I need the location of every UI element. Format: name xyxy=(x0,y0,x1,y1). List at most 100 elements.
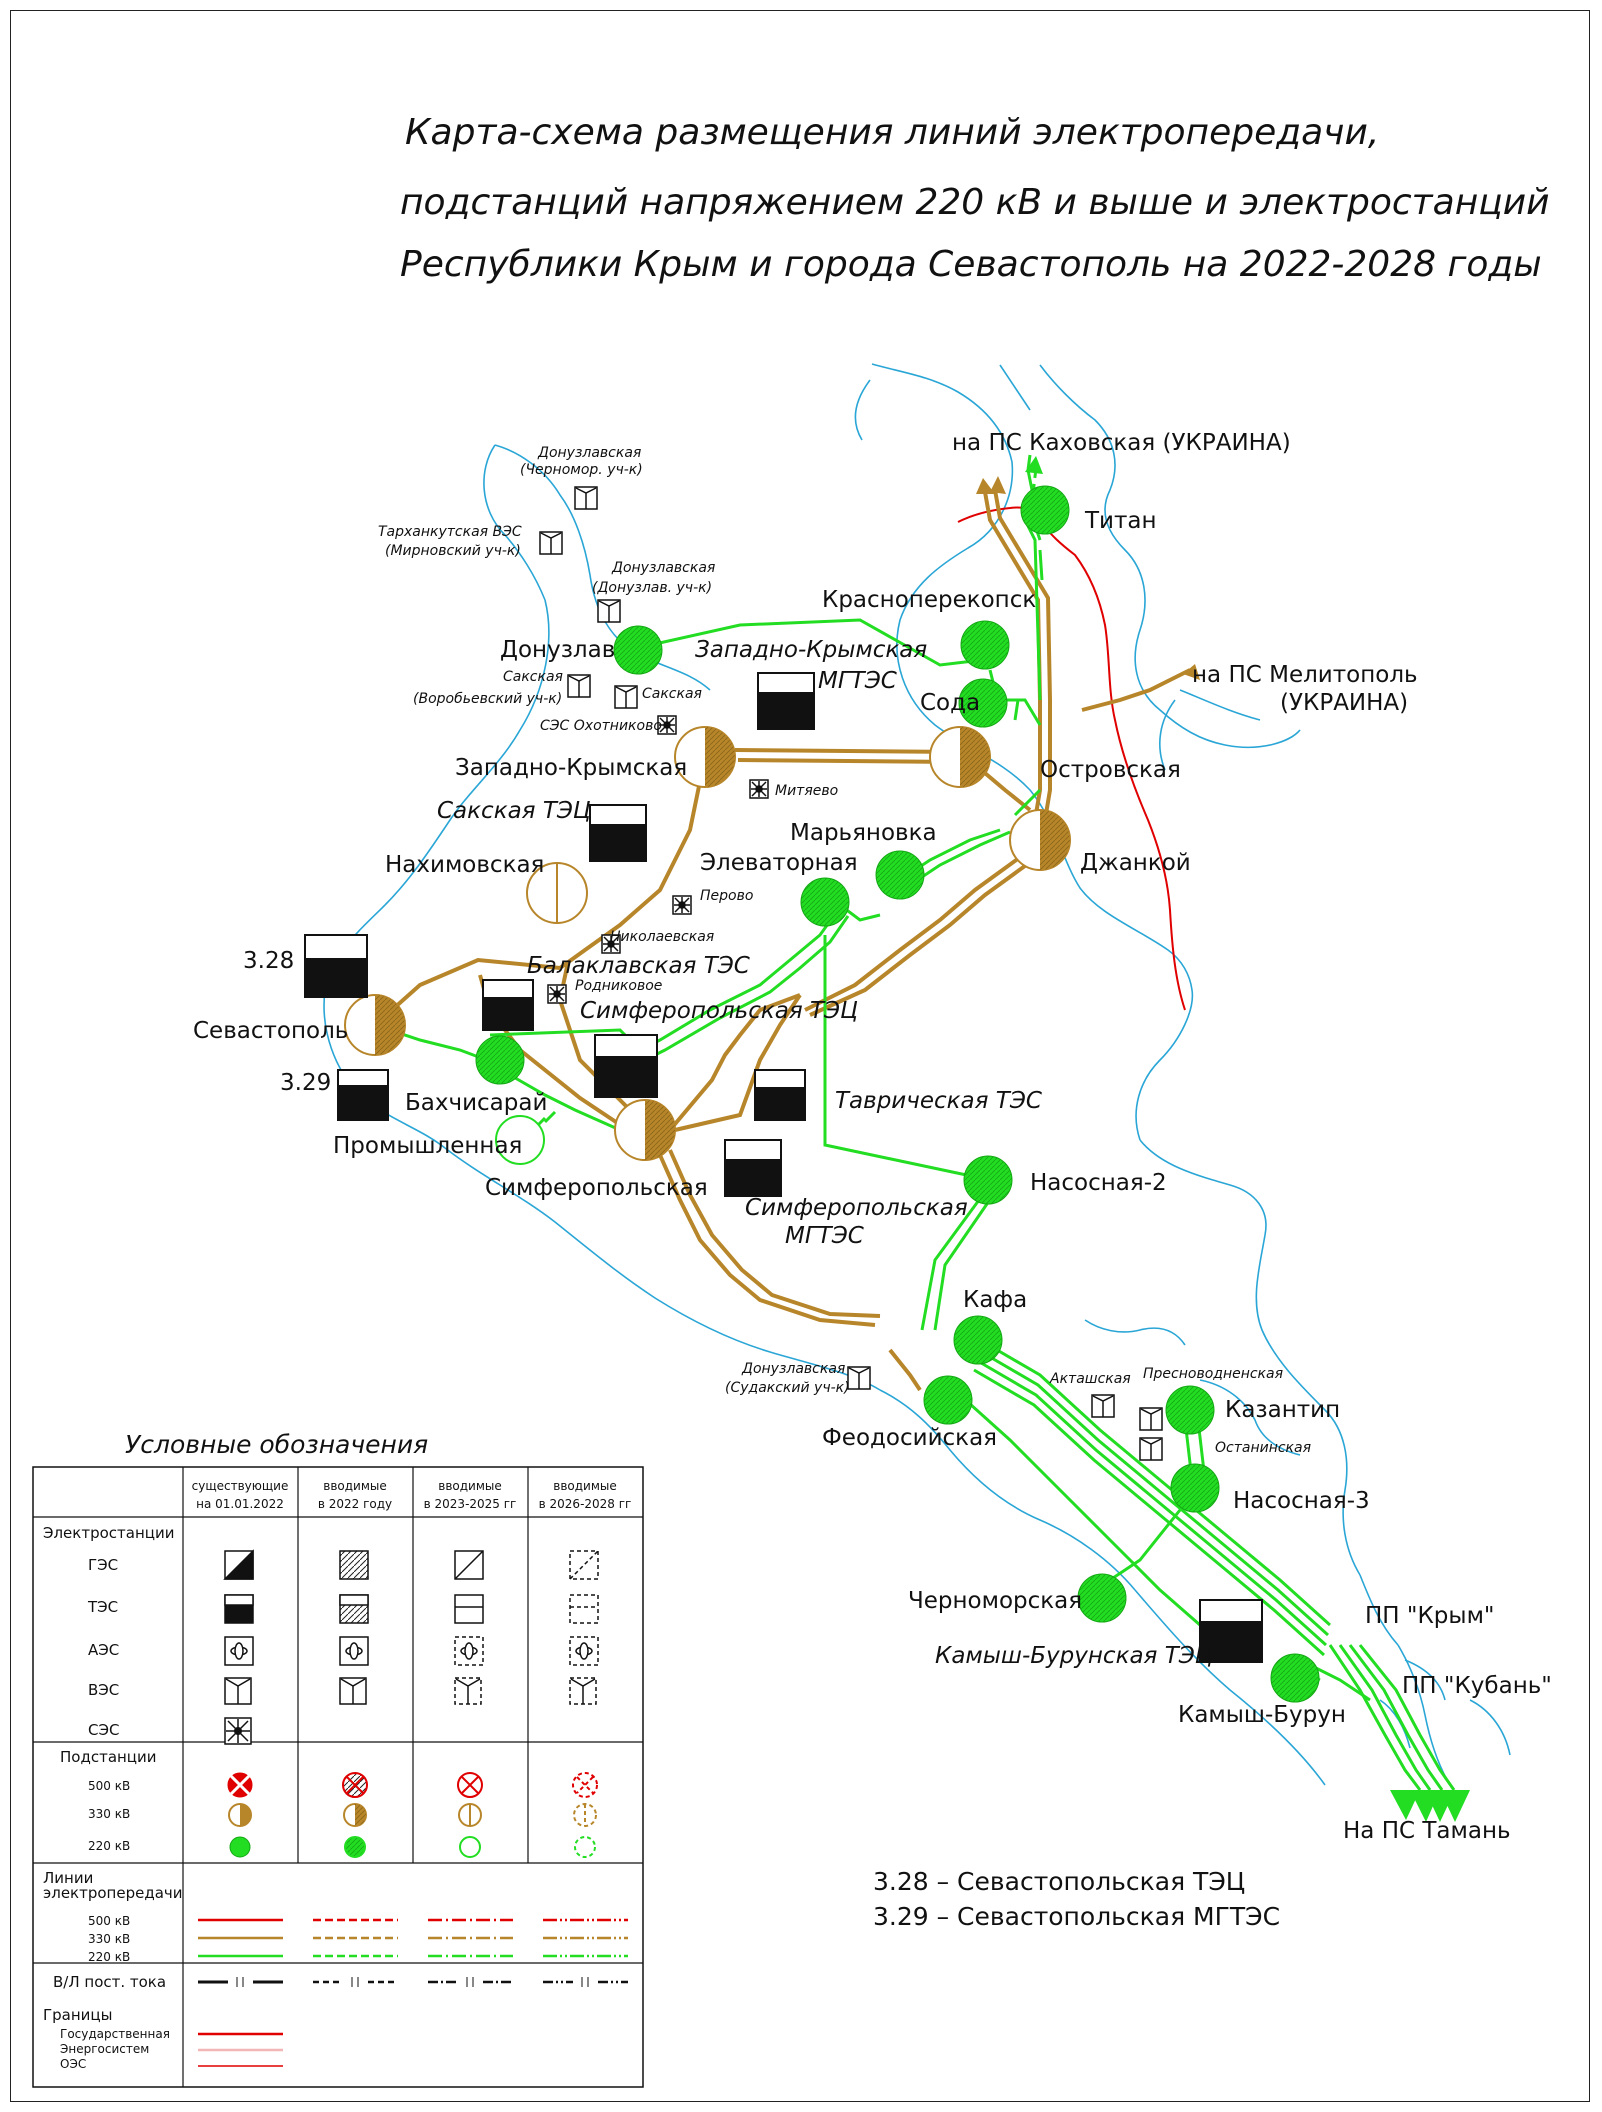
substation-kamysh-burun xyxy=(1270,1653,1320,1703)
substation-bakhchisaray xyxy=(475,1035,525,1085)
substation-elevatornaya xyxy=(800,877,850,927)
legend-lines-header-2: электропередачи xyxy=(43,1884,183,1902)
wind-donuzlav-sudak xyxy=(847,1366,871,1390)
substation-krasnoperekopsk xyxy=(960,620,1010,670)
label-pp-kuban: ПП "Кубань" xyxy=(1402,1673,1552,1699)
legend-tes: ТЭС xyxy=(87,1598,118,1616)
label-melitopol-2: (УКРАИНА) xyxy=(1280,690,1408,716)
legend-col3-line2: в 2023-2025 гг xyxy=(424,1497,517,1511)
legend-ses: СЭС xyxy=(88,1721,119,1739)
substations-220kv xyxy=(475,485,1320,1703)
label-titan: Титан xyxy=(1084,508,1157,534)
legend-lines-header-1: Линии xyxy=(43,1869,93,1887)
solar-mityaevo xyxy=(749,779,769,799)
solar-rodnikovoe xyxy=(547,984,567,1004)
legend-col2-line2: в 2022 году xyxy=(318,1497,392,1511)
label-sakskaya-vorob-2: (Воробьевский уч-к) xyxy=(413,691,562,707)
lines-220kv-arrows xyxy=(1025,456,1470,1822)
label-p328: 3.28 xyxy=(243,948,294,974)
label-kazantip: Казантип xyxy=(1225,1397,1340,1423)
plant-tavricheskaya-tes xyxy=(754,1069,806,1121)
label-ostrovskaya: Островская xyxy=(1040,757,1181,783)
label-nikolaevskaya: Николаевская xyxy=(610,929,714,945)
legend-line-330: 330 кВ xyxy=(88,1932,130,1946)
label-promyshlennaya: Промышленная xyxy=(333,1133,522,1159)
label-ostaninskaya: Останинская xyxy=(1215,1440,1311,1456)
substation-krasnoperekopsk-330 xyxy=(929,726,991,788)
label-melitopol-1: на ПС Мелитополь xyxy=(1192,662,1418,688)
label-aktashskaya: Акташская xyxy=(1049,1371,1131,1387)
label-nakhimovskaya: Нахимовская xyxy=(385,852,544,878)
substation-zapadno-krymskaya xyxy=(674,726,736,788)
wind-sakskaya-vorob xyxy=(567,674,591,698)
wind-sakskaya xyxy=(614,685,638,709)
map-title-line-2: подстанций напряжением 220 кВ и выше и э… xyxy=(400,182,1550,223)
legend-sub-220: 220 кВ xyxy=(88,1839,130,1853)
legend-col1-line1: существующие xyxy=(192,1479,289,1493)
map-title-line-1: Карта-схема размещения линий электропере… xyxy=(405,112,1380,153)
label-tarkhankut-2: (Мирновский уч-к) xyxy=(385,543,521,559)
legend: Условные обозначения существующие на 01.… xyxy=(32,1430,644,2088)
legend-border-state: Государственная xyxy=(60,2027,170,2041)
lines-330kv xyxy=(373,489,1191,1392)
legend-col2-line1: вводимые xyxy=(323,1479,387,1493)
label-simferopolskaya-mgtes-2: МГТЭС xyxy=(785,1223,864,1249)
wind-aktashskaya xyxy=(1091,1394,1115,1418)
wind-plants xyxy=(539,486,1163,1461)
legend-dc: В/Л пост. тока xyxy=(53,1973,166,1991)
label-nasosnaya3: Насосная-3 xyxy=(1233,1488,1370,1514)
legend-aes: АЭС xyxy=(88,1641,119,1659)
substation-nasosnaya3 xyxy=(1170,1463,1220,1513)
substation-feodosiyskaya xyxy=(923,1375,973,1425)
legend-col4-line1: вводимые xyxy=(553,1479,617,1493)
map-title-line-3: Республики Крым и города Севастополь на … xyxy=(400,244,1542,285)
label-kamysh-burunskaya-tec: Камыш-Бурунская ТЭЦ xyxy=(935,1643,1213,1669)
thermal-plants xyxy=(304,672,1263,1663)
label-donuzlav-sudak-1: Донузлавская xyxy=(741,1361,845,1377)
label-zapadno-krymskaya: Западно-Крымская xyxy=(455,755,687,781)
label-feodosiyskaya: Феодосийская xyxy=(822,1425,997,1451)
lines-220kv-dashed xyxy=(1028,467,1038,521)
label-kafa: Кафа xyxy=(963,1287,1027,1313)
plant-simferopolskaya-tec xyxy=(594,1034,658,1098)
label-simferopolskaya: Симферопольская xyxy=(485,1175,708,1201)
solar-nikolaevskaya xyxy=(601,934,621,954)
drawing-frame xyxy=(10,10,1590,2102)
label-dzhankoy: Джанкой xyxy=(1080,850,1191,876)
legend-sub-330: 330 кВ xyxy=(88,1807,130,1821)
label-donuzlav-donuzlav-2: (Донузлав. уч-к) xyxy=(592,580,712,596)
legend-subs-header: Подстанции xyxy=(60,1748,157,1766)
plant-kamysh-burunskaya-tec xyxy=(1199,1599,1263,1663)
label-simferopolskaya-tec: Симферопольская ТЭЦ xyxy=(580,998,858,1024)
substations-330kv xyxy=(344,726,1071,1161)
wind-presnovodnenskaya xyxy=(1139,1407,1163,1431)
plant-balaklavskaya-tes xyxy=(482,979,534,1031)
wind-tarkhankut xyxy=(539,531,563,555)
label-krasnoperekopsk: Красноперекопск xyxy=(822,587,1036,613)
substation-kafa xyxy=(953,1315,1003,1365)
legend-sub-500: 500 кВ xyxy=(88,1779,130,1793)
legend-title: Условные обозначения xyxy=(125,1430,428,1459)
legend-line-500: 500 кВ xyxy=(88,1914,130,1928)
label-kamysh-burun: Камыш-Бурун xyxy=(1178,1702,1346,1728)
solar-perovo xyxy=(672,895,692,915)
legend-ges: ГЭС xyxy=(88,1556,118,1574)
substation-titan xyxy=(1020,485,1070,535)
legend-col4-line2: в 2026-2028 гг xyxy=(539,1497,632,1511)
plant-3-28 xyxy=(304,934,368,998)
substation-promyshlennaya xyxy=(495,1115,545,1165)
label-sakskaya-vorob-1: Сакская xyxy=(503,669,563,685)
wind-ostaninskaya xyxy=(1139,1437,1163,1461)
label-tarkhankut-1: Тарханкутская ВЭС xyxy=(378,524,522,540)
label-donuzlav-sudak-2: (Судакский уч-к) xyxy=(725,1380,850,1396)
label-sevastopol: Севастополь xyxy=(193,1018,348,1044)
substation-simferopolskaya xyxy=(614,1099,676,1161)
label-taman: На ПС Тамань xyxy=(1343,1818,1511,1844)
label-simferopolskaya-mgtes-1: Симферопольская xyxy=(745,1195,968,1221)
legend-border-oes: ОЭС xyxy=(60,2057,86,2071)
label-balaklavskaya-tes: Балаклавская ТЭС xyxy=(527,953,750,979)
substation-nakhimovskaya xyxy=(526,862,588,924)
legend-col3-line1: вводимые xyxy=(438,1479,502,1493)
substation-nasosnaya2 xyxy=(963,1155,1013,1205)
